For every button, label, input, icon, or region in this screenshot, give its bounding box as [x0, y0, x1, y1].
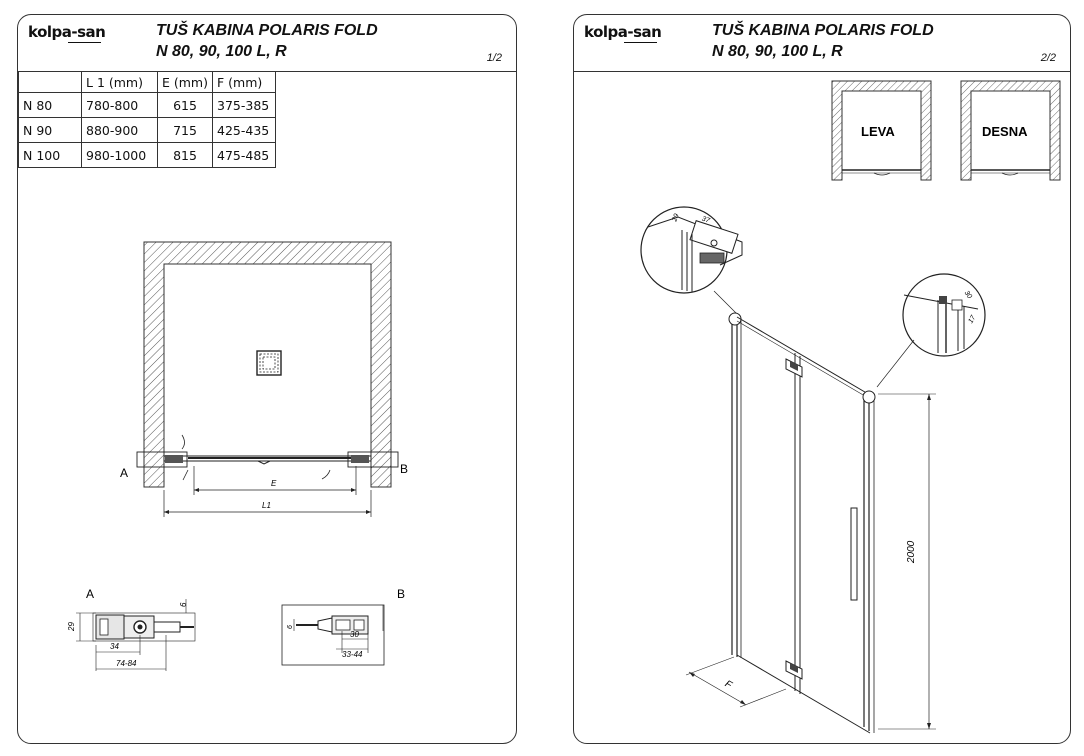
- detail-b-profile: [281, 604, 385, 666]
- table-cell: 880-900: [81, 117, 158, 143]
- isometric-drawing: LEVA DESNA 29 37: [640, 80, 1061, 734]
- shower-door: [728, 312, 876, 734]
- table-cell: N 80: [18, 92, 82, 118]
- door-profile: [163, 455, 372, 465]
- swing-arrow: [321, 469, 331, 480]
- plan-drawing: A B E L1 A: [67, 241, 408, 671]
- right-variant-label: DESNA: [982, 124, 1028, 139]
- table-cell: 475-485: [212, 142, 276, 168]
- detail-a-dim-29: 29: [67, 622, 76, 632]
- left-variant-label: LEVA: [861, 124, 895, 139]
- drain-icon: [256, 350, 282, 376]
- table-cell: N 100: [18, 142, 82, 168]
- dimension-e: [193, 466, 357, 495]
- table-row: N 80 780-800 615 375-385: [18, 92, 276, 118]
- table-row: N 90 880-900 715 425-435: [18, 117, 276, 143]
- height-dimension: [878, 393, 936, 730]
- plan-label-b: B: [400, 462, 408, 476]
- swing-arrow: [182, 469, 189, 481]
- right-variant-plan: [960, 80, 1061, 181]
- detail-circle-top: [640, 206, 743, 294]
- detail-right-dim-17: 17: [967, 314, 978, 325]
- table-header-cell: E (mm): [157, 71, 213, 93]
- product-title: TUŠ KABINA POLARIS FOLD: [712, 22, 934, 39]
- brand-logo: kolpa-san: [584, 23, 662, 43]
- sheet-header: kolpa-san TUŠ KABINA POLARIS FOLD N 80, …: [574, 15, 1070, 72]
- leader-line: [713, 290, 737, 314]
- left-variant-plan: [831, 80, 932, 181]
- table-cell: 815: [157, 142, 213, 168]
- width-dimension-label: F: [723, 679, 735, 692]
- dimension-l1-label: L1: [262, 501, 271, 510]
- leader-line: [876, 339, 915, 388]
- table-cell: 780-800: [81, 92, 158, 118]
- product-title: TUŠ KABINA POLARIS FOLD: [156, 22, 378, 39]
- drawing-sheet-1: kolpa-san TUŠ KABINA POLARIS FOLD N 80, …: [17, 14, 517, 744]
- detail-a-dimensions: [76, 599, 187, 671]
- detail-top-dim-29: 29: [671, 213, 681, 224]
- page-number: 1/2: [486, 52, 502, 64]
- table-cell: 615: [157, 92, 213, 118]
- detail-b-label: B: [397, 587, 405, 601]
- product-subtitle: N 80, 90, 100 L, R: [156, 43, 287, 60]
- detail-a-dim-34: 34: [110, 642, 119, 651]
- detail-a-profile: [92, 612, 196, 642]
- table-header-cell: F (mm): [212, 71, 276, 93]
- wall-hatch: [143, 241, 392, 488]
- detail-a-dim-74-84: 74-84: [116, 659, 137, 668]
- detail-top-dim-37: 37: [701, 215, 712, 225]
- page-number: 2/2: [1040, 52, 1056, 64]
- detail-b-dimensions: [293, 605, 384, 653]
- detail-a-dim-6: 6: [179, 602, 188, 607]
- dimension-e-label: E: [271, 479, 277, 488]
- width-dimension: [685, 656, 787, 708]
- detail-frame-a: [136, 451, 188, 468]
- swing-arrow: [181, 434, 185, 450]
- table-cell: 425-435: [212, 117, 276, 143]
- table-row: N 100 980-1000 815 475-485: [18, 142, 276, 168]
- detail-right-dim-30: 30: [963, 290, 973, 300]
- table-cell: 980-1000: [81, 142, 158, 168]
- table-cell: 375-385: [212, 92, 276, 118]
- detail-frame-b: [347, 451, 399, 468]
- height-dimension-label: 2000: [906, 540, 917, 564]
- table-cell: N 90: [18, 117, 82, 143]
- sheet-header: kolpa-san TUŠ KABINA POLARIS FOLD N 80, …: [18, 15, 516, 72]
- dimension-l1: [163, 490, 372, 517]
- product-subtitle: N 80, 90, 100 L, R: [712, 43, 843, 60]
- dimensions-table: L 1 (mm) E (mm) F (mm) N 80 780-800 615 …: [18, 71, 276, 168]
- detail-b-dim-33-44: 33-44: [342, 650, 363, 659]
- drawing-sheet-2: kolpa-san TUŠ KABINA POLARIS FOLD N 80, …: [573, 14, 1071, 744]
- detail-b-dim-6: 6: [287, 625, 294, 629]
- detail-b-dim-30: 30: [350, 630, 359, 639]
- plan-label-a: A: [120, 466, 128, 480]
- detail-a-label: A: [86, 587, 94, 601]
- brand-logo: kolpa-san: [28, 23, 106, 43]
- detail-circle-right: [902, 273, 986, 357]
